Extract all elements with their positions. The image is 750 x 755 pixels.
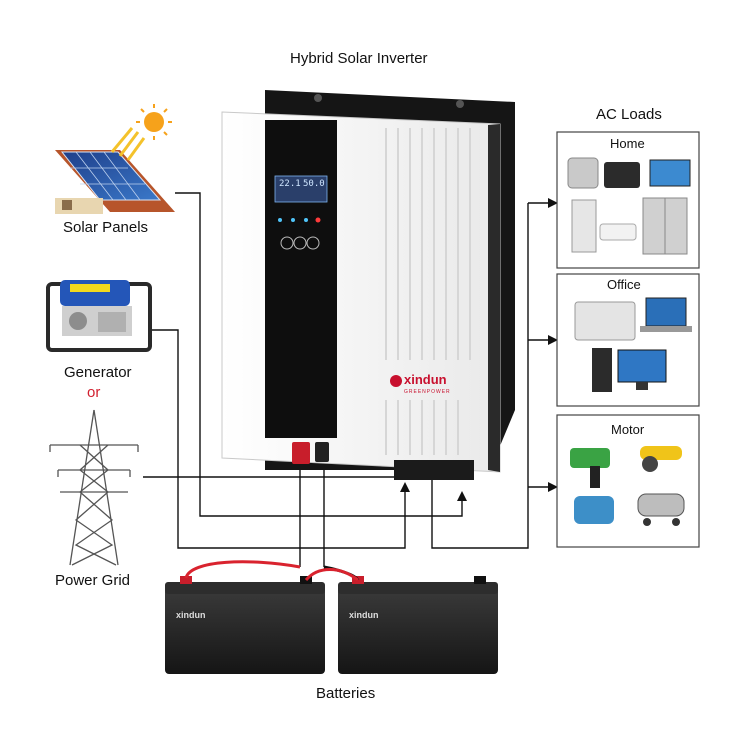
office-label: Office [607, 277, 641, 292]
solar-panels-label: Solar Panels [63, 219, 149, 236]
ac-loads-label: AC Loads [596, 106, 662, 123]
battery-left-brand: xindun [176, 610, 206, 620]
battery-terminal-pos [292, 442, 310, 464]
solar-line [175, 192, 467, 517]
battery-left [165, 576, 325, 674]
inverter-front-panel [265, 120, 337, 438]
generator-line [150, 329, 410, 549]
inverter [221, 90, 515, 480]
generator-icon [46, 280, 152, 352]
motor-label: Motor [611, 422, 645, 437]
inverter-tagline: GREENPOWER [404, 389, 451, 395]
batteries-label: Batteries [316, 685, 376, 702]
load-bus [431, 203, 529, 549]
load-box-office [556, 273, 700, 407]
battery-terminal-neg [315, 442, 329, 462]
home-label: Home [610, 136, 645, 151]
solar-panel-house-icon [55, 104, 175, 214]
load-box-motor [556, 414, 700, 548]
generator-label: Generator [64, 364, 132, 381]
lcd-right-readout: 50.0 [303, 179, 325, 189]
connection-lines [143, 192, 558, 567]
load-box-home [556, 131, 700, 269]
lcd-screen [274, 175, 328, 203]
or-label: or [87, 384, 101, 401]
brand-logo-icon [390, 375, 402, 387]
lcd-left-readout: 22.1 [279, 179, 301, 189]
inverter-brand: xindun [404, 372, 447, 387]
battery-right-brand: xindun [349, 610, 379, 620]
diagram-title: Hybrid Solar Inverter [290, 50, 428, 67]
power-grid-label: Power Grid [55, 572, 131, 589]
battery-right [338, 576, 498, 674]
positive-cable [184, 560, 301, 579]
power-tower-icon [49, 409, 139, 566]
series-cable [304, 568, 359, 582]
